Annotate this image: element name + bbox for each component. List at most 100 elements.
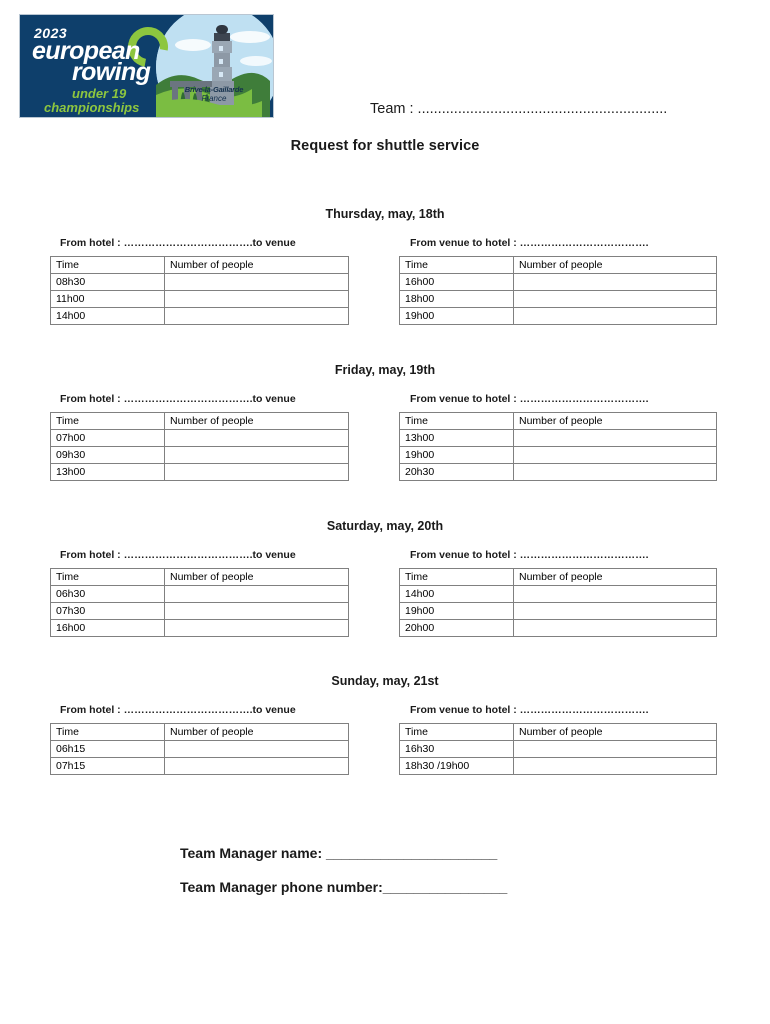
shuttle-table-to-venue: Time Number of people 06h15 07h15: [50, 723, 349, 775]
direction-block-to-venue: From hotel : ……………………………….to venue Time …: [50, 392, 350, 481]
people-input-cell[interactable]: [513, 463, 717, 481]
table-header-row: Time Number of people: [399, 256, 717, 274]
shuttle-table-to-venue: Time Number of people 06h30 07h30 16h00: [50, 568, 349, 637]
day-section-friday: Friday, may, 19th From hotel : …………………………: [0, 362, 770, 488]
people-input-cell[interactable]: [164, 619, 349, 637]
table-row: 20h30: [399, 463, 717, 481]
col-header-time: Time: [399, 723, 514, 741]
people-input-cell[interactable]: [513, 429, 717, 447]
time-cell: 19h00: [399, 307, 514, 325]
shuttle-table-to-hotel: Time Number of people 16h00 18h00 19h00: [399, 256, 717, 325]
table-header-row: Time Number of people: [50, 723, 349, 741]
day-section-sunday: Sunday, may, 21st From hotel : …………………………: [0, 673, 770, 799]
time-cell: 19h00: [399, 602, 514, 620]
table-row: 14h00: [50, 307, 349, 325]
people-input-cell[interactable]: [513, 602, 717, 620]
logo-word-championships: championships: [44, 100, 140, 115]
from-hotel-label[interactable]: From hotel : ……………………………….to venue: [60, 704, 296, 716]
time-cell: 18h00: [399, 290, 514, 308]
people-input-cell[interactable]: [513, 619, 717, 637]
table-row: 07h15: [50, 757, 349, 775]
time-cell: 13h00: [399, 429, 514, 447]
col-header-time: Time: [50, 568, 165, 586]
day-title: Sunday, may, 21st: [331, 674, 439, 688]
people-input-cell[interactable]: [513, 585, 717, 603]
shuttle-table-to-hotel: Time Number of people 16h30 18h30 /19h00: [399, 723, 717, 775]
time-cell: 08h30: [50, 273, 165, 291]
from-venue-label[interactable]: From venue to hotel : ……………………………….: [410, 237, 649, 249]
people-input-cell[interactable]: [164, 602, 349, 620]
table-header-row: Time Number of people: [50, 568, 349, 586]
time-cell: 11h00: [50, 290, 165, 308]
table-row: 19h00: [399, 602, 717, 620]
direction-block-to-venue: From hotel : ……………………………….to venue Time …: [50, 236, 350, 325]
col-header-time: Time: [50, 256, 165, 274]
table-row: 16h30: [399, 740, 717, 758]
people-input-cell[interactable]: [164, 463, 349, 481]
people-input-cell[interactable]: [513, 446, 717, 464]
table-row: 07h30: [50, 602, 349, 620]
logo-year: 2023: [34, 25, 68, 41]
people-input-cell[interactable]: [513, 740, 717, 758]
day-title: Friday, may, 19th: [334, 363, 436, 377]
people-input-cell[interactable]: [164, 307, 349, 325]
col-header-people: Number of people: [164, 256, 349, 274]
time-cell: 20h30: [399, 463, 514, 481]
table-row: 06h15: [50, 740, 349, 758]
logo-word-rowing: rowing: [72, 58, 151, 86]
logo-word-under19: under 19: [72, 86, 127, 101]
people-input-cell[interactable]: [164, 757, 349, 775]
page-title: Request for shuttle service: [290, 138, 480, 154]
table-row: 19h00: [399, 446, 717, 464]
people-input-cell[interactable]: [513, 290, 717, 308]
col-header-time: Time: [399, 568, 514, 586]
logo-venue-city: Brive-la-Gaillarde: [184, 85, 244, 94]
table-row: 07h00: [50, 429, 349, 447]
people-input-cell[interactable]: [513, 307, 717, 325]
people-input-cell[interactable]: [164, 290, 349, 308]
from-hotel-label[interactable]: From hotel : ……………………………….to venue: [60, 237, 296, 249]
people-input-cell[interactable]: [164, 740, 349, 758]
time-cell: 19h00: [399, 446, 514, 464]
shuttle-table-to-hotel: Time Number of people 13h00 19h00 20h30: [399, 412, 717, 481]
table-row: 13h00: [399, 429, 717, 447]
people-input-cell[interactable]: [164, 273, 349, 291]
table-header-row: Time Number of people: [399, 723, 717, 741]
table-row: 18h30 /19h00: [399, 757, 717, 775]
col-header-time: Time: [399, 256, 514, 274]
table-row: 18h00: [399, 290, 717, 308]
people-input-cell[interactable]: [513, 273, 717, 291]
table-row: 13h00: [50, 463, 349, 481]
table-row: 06h30: [50, 585, 349, 603]
people-input-cell[interactable]: [164, 446, 349, 464]
from-hotel-label[interactable]: From hotel : ……………………………….to venue: [60, 549, 296, 561]
event-logo: Brive-la-Gaillarde France 2023 european …: [19, 14, 274, 118]
people-input-cell[interactable]: [164, 429, 349, 447]
from-hotel-label[interactable]: From hotel : ……………………………….to venue: [60, 393, 296, 405]
signature-block: Team Manager name: _____________________…: [180, 845, 507, 913]
table-row: 09h30: [50, 446, 349, 464]
team-name-field[interactable]: Team : .................................…: [370, 101, 668, 117]
lighthouse-illustration-svg: [138, 15, 273, 117]
team-manager-phone-field[interactable]: Team Manager phone number:______________…: [180, 879, 508, 895]
shuttle-table-to-venue: Time Number of people 08h30 11h00 14h00: [50, 256, 349, 325]
people-input-cell[interactable]: [164, 585, 349, 603]
time-cell: 16h30: [399, 740, 514, 758]
from-venue-label[interactable]: From venue to hotel : ……………………………….: [410, 393, 649, 405]
col-header-people: Number of people: [513, 723, 717, 741]
from-venue-label[interactable]: From venue to hotel : ……………………………….: [410, 549, 649, 561]
time-cell: 14h00: [399, 585, 514, 603]
table-row: 14h00: [399, 585, 717, 603]
from-venue-label[interactable]: From venue to hotel : ……………………………….: [410, 704, 649, 716]
time-cell: 06h30: [50, 585, 165, 603]
team-manager-name-field[interactable]: Team Manager name: _____________________…: [180, 845, 498, 861]
table-row: 08h30: [50, 273, 349, 291]
time-cell: 06h15: [50, 740, 165, 758]
col-header-time: Time: [50, 723, 165, 741]
day-title: Thursday, may, 18th: [325, 207, 445, 221]
shuttle-table-to-venue: Time Number of people 07h00 09h30 13h00: [50, 412, 349, 481]
table-row: 19h00: [399, 307, 717, 325]
time-cell: 07h30: [50, 602, 165, 620]
people-input-cell[interactable]: [513, 757, 717, 775]
table-header-row: Time Number of people: [399, 412, 717, 430]
